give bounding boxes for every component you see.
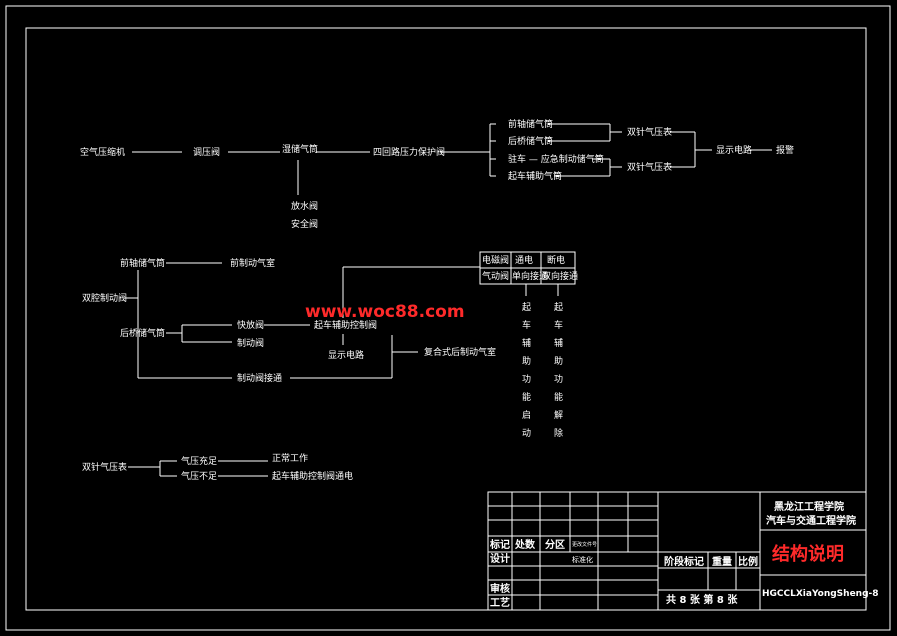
svg-text:辅: 辅 bbox=[554, 337, 563, 349]
tb-label-count: 处数 bbox=[514, 538, 536, 551]
node-front-tank: 前轴储气筒 bbox=[120, 257, 165, 269]
svg-text:除: 除 bbox=[554, 427, 563, 439]
node-normal-work: 正常工作 bbox=[272, 452, 308, 464]
node-dual-brake-valve: 双腔制动阀 bbox=[82, 292, 127, 304]
table-r2c1: 气动阀 bbox=[482, 270, 509, 282]
node-air-compressor: 空气压缩机 bbox=[80, 146, 125, 158]
node-display-circuit: 显示电路 bbox=[716, 144, 752, 156]
brake-control-diagram: 前轴储气筒 前制动气室 双腔制动阀 后桥储气筒 快放阀 制动阀 制动阀接通 起车… bbox=[82, 251, 578, 439]
tb-drawing-no: HGCCLXiaYongSheng-8 bbox=[762, 589, 879, 599]
node-start-aux-control: 起车辅助控制阀 bbox=[314, 319, 377, 331]
inner-border bbox=[25, 27, 867, 611]
svg-text:助: 助 bbox=[522, 355, 531, 367]
title-block: 标记 处数 分区 更改文件号 设计 标准化 审核 工艺 阶段标记 重量 比例 共… bbox=[487, 491, 879, 611]
svg-text:功: 功 bbox=[522, 374, 531, 385]
tb-sheet-count: 共 8 张 第 8 张 bbox=[666, 593, 738, 606]
tb-weight: 重量 bbox=[712, 555, 732, 568]
vertical-label-release: 起 车 辅 助 功 能 解 除 bbox=[554, 302, 563, 439]
node-rear-tank: 后桥储气筒 bbox=[120, 327, 165, 339]
table-r2c2: 单向接通 bbox=[512, 270, 548, 282]
svg-text:能: 能 bbox=[522, 391, 531, 403]
svg-text:助: 助 bbox=[554, 355, 563, 367]
tb-label-zone: 分区 bbox=[545, 538, 565, 551]
tb-change-note: 更改文件号 bbox=[572, 541, 597, 548]
node-valve-energized: 起车辅助控制阀通电 bbox=[272, 470, 353, 482]
node-pressure-ok: 气压充足 bbox=[181, 455, 217, 467]
watermark: www.woc88.com bbox=[305, 302, 465, 322]
node-alarm: 报警 bbox=[776, 144, 794, 156]
outer-border bbox=[5, 5, 891, 631]
tb-standardize: 标准化 bbox=[572, 555, 593, 564]
table-r1c3: 断电 bbox=[547, 254, 565, 266]
svg-text:辅: 辅 bbox=[522, 337, 531, 349]
node-display-circuit-2: 显示电路 bbox=[328, 349, 364, 361]
tb-dept: 汽车与交通工程学院 bbox=[766, 514, 856, 527]
node-compound-chamber: 复合式后制动气室 bbox=[424, 346, 496, 358]
svg-text:车: 车 bbox=[554, 319, 563, 331]
valve-state-table: 电磁阀 通电 断电 气动阀 单向接通 双向接通 bbox=[479, 251, 578, 285]
table-r2c3: 双向接通 bbox=[542, 270, 578, 282]
node-four-circuit-valve: 四回路压力保护阀 bbox=[373, 146, 445, 158]
air-supply-diagram: 空气压缩机 调压阀 湿储气筒 放水阀 安全阀 四回路压力保护阀 前轴储气筒 后桥… bbox=[80, 118, 794, 230]
tb-process: 工艺 bbox=[490, 596, 510, 609]
node-front-chamber: 前制动气室 bbox=[230, 257, 275, 269]
node-front-axle-tank: 前轴储气筒 bbox=[508, 118, 553, 130]
tb-drawing-title: 结构说明 bbox=[772, 543, 844, 565]
tb-design: 设计 bbox=[490, 552, 510, 565]
table-r1c1: 电磁阀 bbox=[482, 254, 509, 266]
node-relay-valve: 快放阀 bbox=[237, 319, 264, 331]
node-pressure-regulator: 调压阀 bbox=[193, 147, 220, 158]
tb-stage-mark: 阶段标记 bbox=[664, 555, 704, 568]
node-rear-axle-tank: 后桥储气筒 bbox=[508, 135, 553, 147]
node-wet-tank: 湿储气筒 bbox=[282, 143, 318, 155]
svg-text:动: 动 bbox=[522, 428, 531, 439]
svg-text:车: 车 bbox=[522, 319, 531, 331]
svg-text:功: 功 bbox=[554, 374, 563, 385]
node-dual-gauge-3: 双针气压表 bbox=[82, 461, 127, 473]
tb-review: 审核 bbox=[490, 582, 510, 595]
node-safety-valve: 安全阀 bbox=[291, 218, 318, 230]
node-start-aux-tank: 起车辅助气筒 bbox=[508, 170, 562, 182]
svg-text:解: 解 bbox=[554, 409, 563, 421]
node-brake-valve: 制动阀 bbox=[237, 337, 264, 349]
tb-label-mark: 标记 bbox=[489, 538, 510, 551]
node-parking-emergency: 驻车 — 应急制动储气筒 bbox=[508, 153, 604, 165]
node-dual-gauge-2: 双针气压表 bbox=[627, 161, 672, 173]
vertical-label-activate: 起 车 辅 助 功 能 启 动 bbox=[522, 302, 531, 439]
tb-school: 黑龙江工程学院 bbox=[774, 500, 844, 513]
node-brake-valve-connect: 制动阀接通 bbox=[237, 372, 282, 384]
svg-text:起: 起 bbox=[522, 302, 531, 313]
svg-text:启: 启 bbox=[522, 409, 531, 421]
svg-text:能: 能 bbox=[554, 391, 563, 403]
pressure-logic-diagram: 双针气压表 气压充足 气压不足 正常工作 起车辅助控制阀通电 bbox=[82, 452, 353, 482]
tb-scale: 比例 bbox=[738, 555, 758, 568]
node-pressure-low: 气压不足 bbox=[181, 470, 217, 482]
table-r1c2: 通电 bbox=[515, 254, 533, 266]
node-drain-valve: 放水阀 bbox=[291, 200, 318, 212]
svg-text:起: 起 bbox=[554, 302, 563, 313]
node-dual-gauge-1: 双针气压表 bbox=[627, 126, 672, 138]
